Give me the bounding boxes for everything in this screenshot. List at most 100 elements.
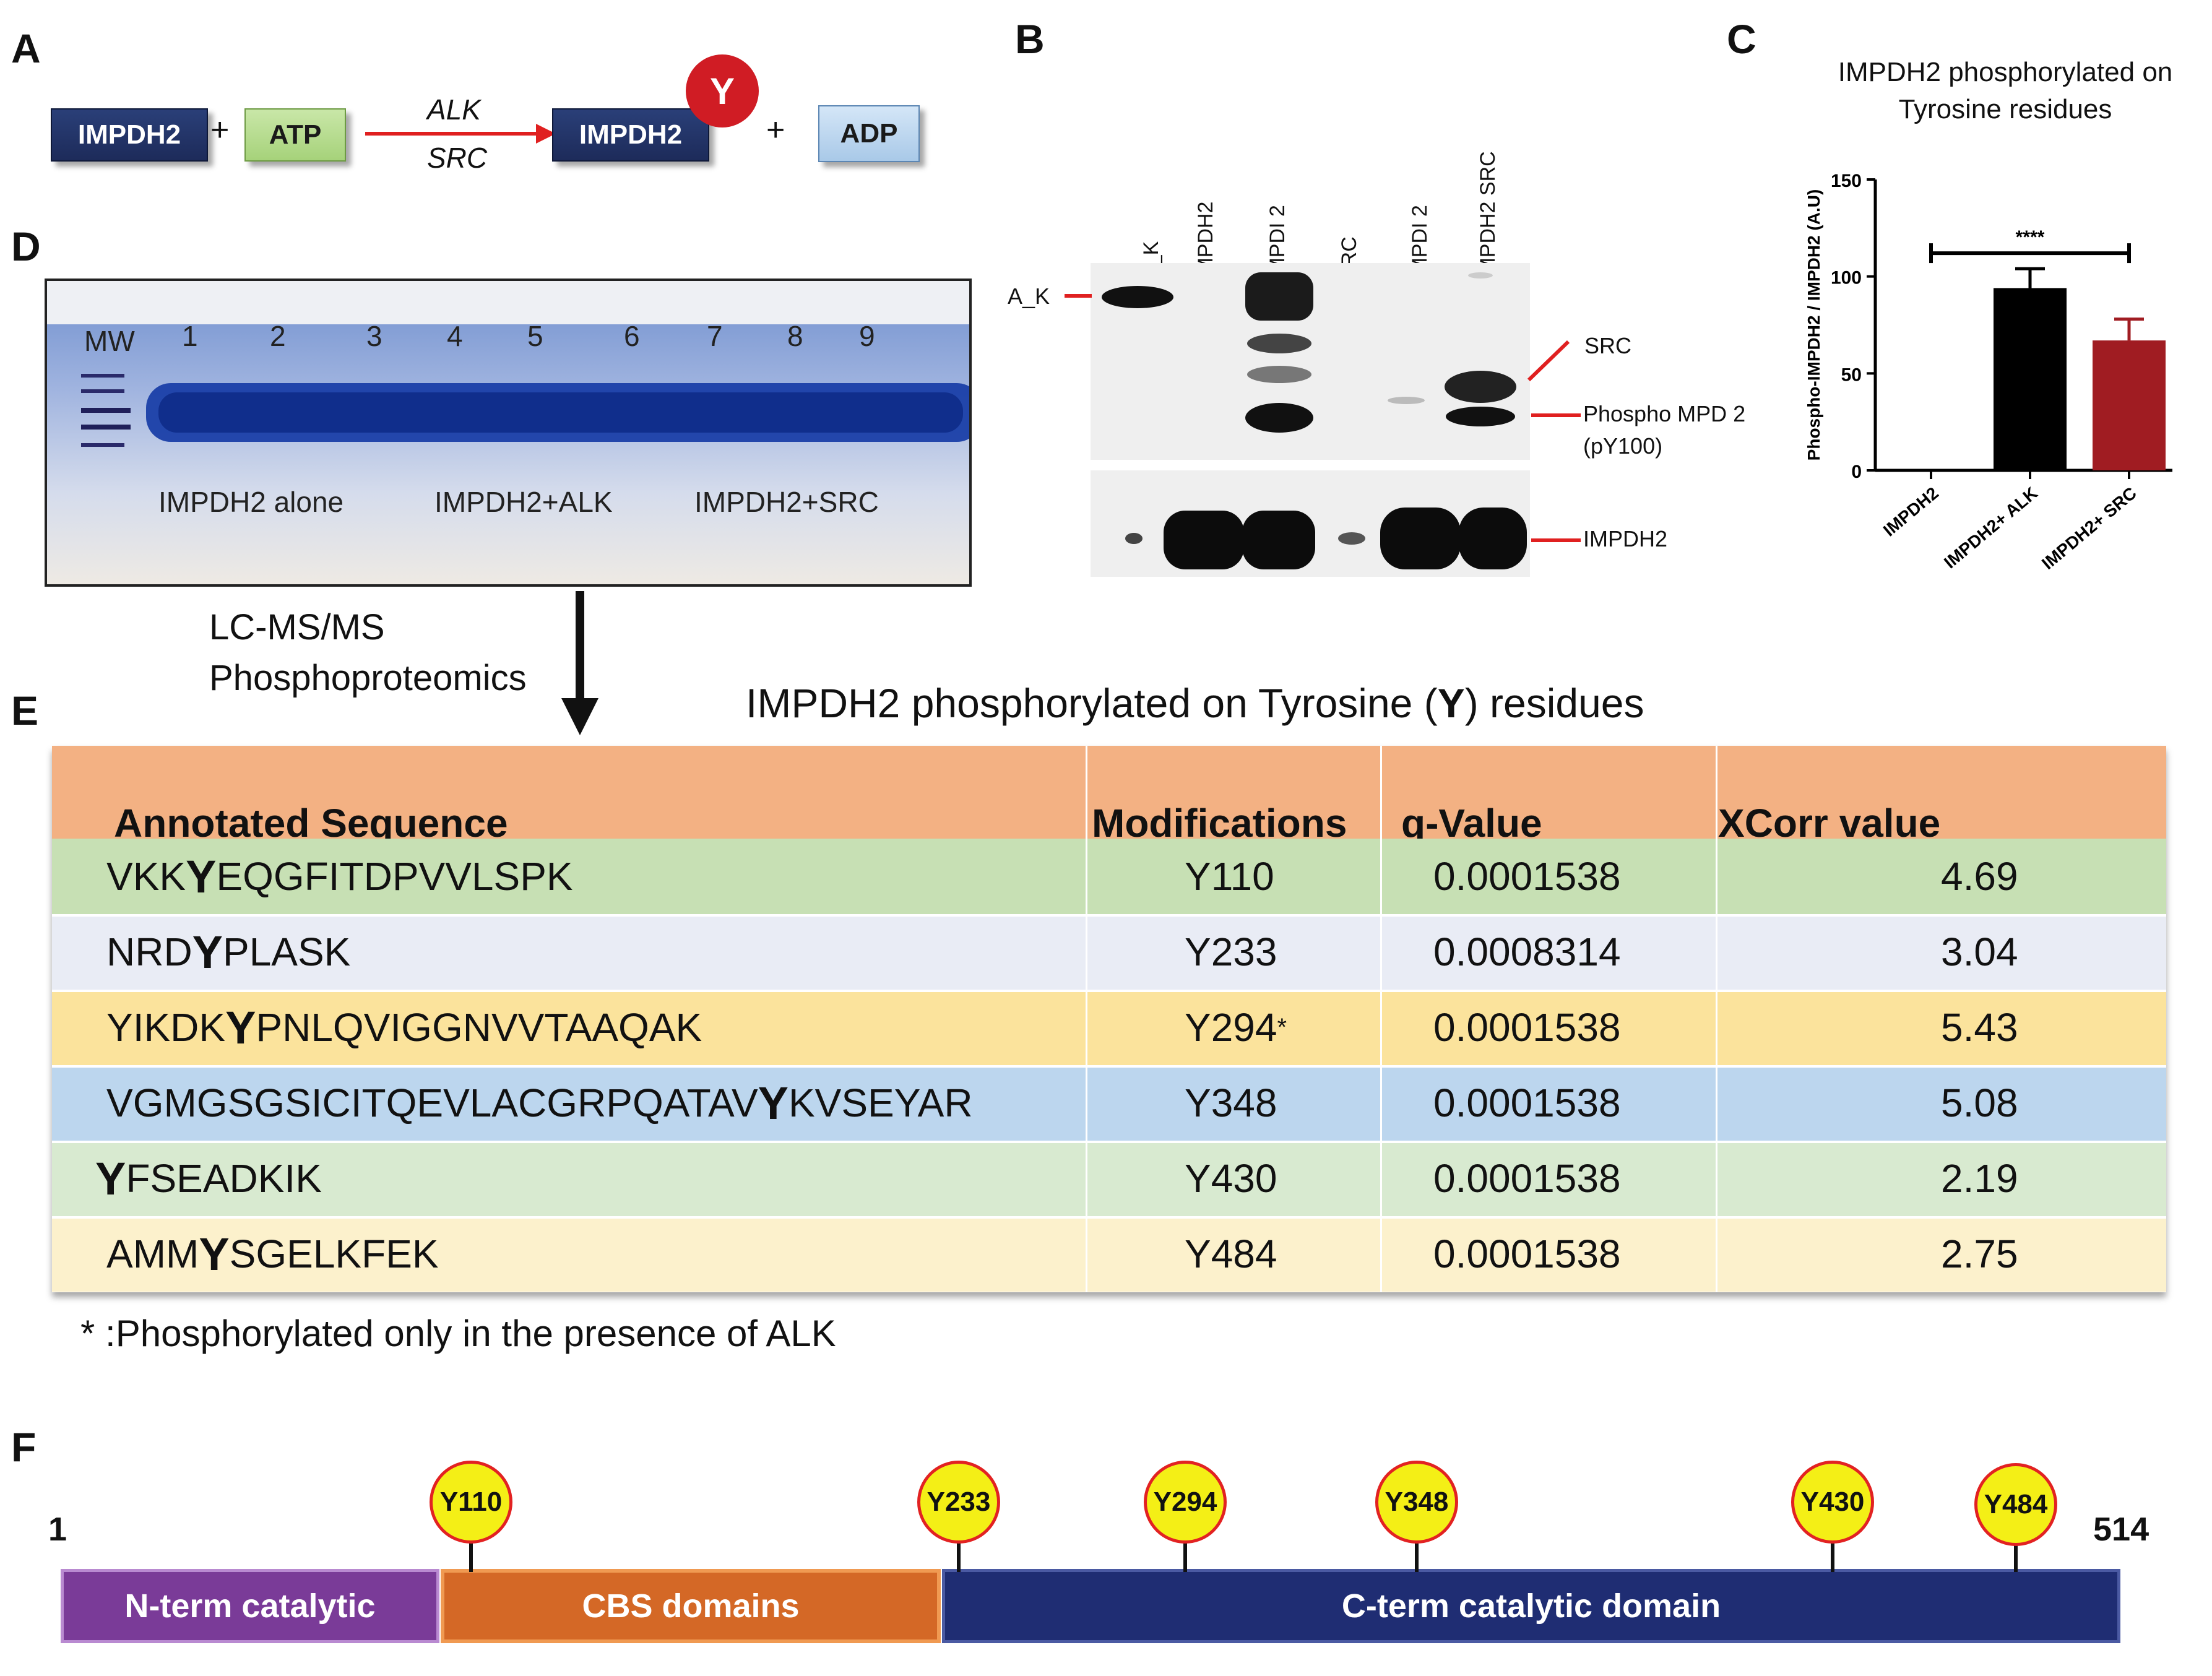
- blot-left-label: A_K: [1008, 283, 1050, 309]
- modification-cell: Y110: [1185, 854, 1274, 899]
- column-divider: [1086, 746, 1087, 1292]
- site-y348: Y348: [1375, 1461, 1458, 1544]
- adp-box: ADP: [818, 105, 920, 162]
- significance-stars: ****: [2016, 227, 2045, 248]
- chart-title-line2: Tyrosine residues: [1898, 94, 2112, 124]
- src-pointer-line: [1527, 340, 1570, 382]
- table-header: Annotated Sequence Modifications q-Value…: [52, 746, 2166, 845]
- y-tick-label: 50: [1841, 365, 1862, 385]
- blot-marker-line: [1531, 413, 1581, 417]
- phospho-tyrosine-badge: Y: [686, 54, 759, 127]
- xcorr-cell: 4.69: [1941, 854, 2018, 899]
- bar: [1994, 288, 2067, 470]
- y-tick-label: 100: [1831, 268, 1862, 288]
- sequence-end-label: 514: [2093, 1511, 2149, 1548]
- panel-label-c: C: [1727, 16, 1756, 62]
- y-axis-label: Phospho-IMPDH2 / IMPDH2 (A.U): [1804, 189, 1823, 461]
- reaction-arrow-head: [536, 124, 556, 144]
- table-footnote: * :Phosphorylated only in the presence o…: [80, 1313, 836, 1354]
- header-xcorr: XCorr value: [1718, 801, 1941, 845]
- site-stem: [1831, 1541, 1834, 1572]
- group-label-impdh2-alone: IMPDH2 alone: [158, 486, 344, 518]
- kinase-alk-label: ALK: [427, 93, 481, 126]
- total-impdh2-blot: [1091, 470, 1530, 577]
- impdh2-product-box: IMPDH2: [552, 108, 709, 162]
- row-divider: [52, 1216, 2166, 1219]
- lane-number: 7: [707, 320, 723, 352]
- phospho-site-label: (pY100): [1583, 433, 1663, 459]
- modification-cell: Y484: [1185, 1232, 1277, 1276]
- lane-number: 1: [182, 320, 198, 352]
- panel-label-b: B: [1015, 16, 1045, 62]
- lane-number: 5: [527, 320, 543, 352]
- phosphosite-table: Annotated Sequence Modifications q-Value…: [52, 746, 2166, 1292]
- total-impdh2-label: IMPDH2: [1583, 526, 1668, 551]
- impdh2-substrate-box: IMPDH2: [51, 108, 208, 162]
- domain-cbs: CBS domains: [441, 1569, 941, 1643]
- blot-marker-line: [1531, 538, 1581, 542]
- modification-cell: Y348: [1185, 1081, 1277, 1125]
- x-tick-label: IMPDH2: [1880, 483, 1942, 540]
- y-tick-label: 150: [1831, 171, 1862, 191]
- modification-cell: Y233: [1185, 930, 1277, 974]
- group-label-impdh2-src: IMPDH2+SRC: [694, 486, 879, 518]
- site-stem: [957, 1541, 961, 1572]
- blot-marker-line: [1065, 294, 1092, 298]
- header-modifications: Modifications: [1092, 801, 1347, 845]
- phospho-blot-bands: [1102, 272, 1516, 433]
- xcorr-cell: 2.19: [1941, 1156, 2018, 1201]
- plus-sign: +: [210, 112, 230, 148]
- site-y233: Y233: [917, 1461, 1000, 1544]
- gel-image: [47, 281, 969, 584]
- blot-lane-label: IMPDH2 SRC: [1476, 151, 1500, 281]
- q-value-cell: 0.0001538: [1433, 854, 1621, 899]
- method-label-line1: LC-MS/MS: [209, 607, 385, 647]
- site-stem: [469, 1541, 473, 1572]
- panel-label-d: D: [11, 223, 41, 269]
- kinase-src-label: SRC: [427, 142, 488, 174]
- src-band-label: SRC: [1584, 333, 1632, 358]
- q-value-cell: 0.0008314: [1433, 930, 1621, 974]
- site-stem: [1183, 1541, 1187, 1572]
- header-q-value: q-Value: [1401, 801, 1542, 845]
- y-tick-label: 0: [1851, 462, 1862, 482]
- panel-label-a: A: [11, 25, 41, 71]
- mw-label: MW: [84, 325, 135, 357]
- panel-label-f: F: [11, 1424, 37, 1470]
- lane-number: 9: [859, 320, 875, 352]
- site-y294: Y294: [1144, 1461, 1227, 1544]
- group-label-impdh2-alk: IMPDH2+ALK: [434, 486, 613, 518]
- row-divider: [52, 1141, 2166, 1143]
- column-divider: [1380, 746, 1382, 1292]
- site-stem: [2014, 1541, 2018, 1572]
- domain-c-term-catalytic: C-term catalytic domain: [942, 1569, 2120, 1643]
- coomassie-gel: MW 1 2 3 4 5 6 7 8 9 IMPDH2 alone IMPDH2…: [45, 279, 972, 587]
- xcorr-cell: 5.43: [1941, 1005, 2018, 1050]
- row-divider: [52, 914, 2166, 917]
- header-annotated-sequence: Annotated Sequence: [114, 801, 508, 845]
- site-stem: [1415, 1541, 1419, 1572]
- domain-n-term-catalytic: N-term catalytic: [61, 1569, 439, 1643]
- lane-number: 6: [624, 320, 640, 352]
- lane-number: 8: [787, 320, 803, 352]
- x-tick-label: IMPDH2+ ALK: [1940, 483, 2041, 572]
- method-label-line2: Phosphoproteomics: [209, 658, 527, 698]
- column-divider: [1716, 746, 1717, 1292]
- q-value-cell: 0.0001538: [1433, 1005, 1621, 1050]
- row-divider: [52, 990, 2166, 992]
- xcorr-cell: 5.08: [1941, 1081, 2018, 1125]
- x-tick-label: IMPDH2+ SRC: [2038, 483, 2140, 573]
